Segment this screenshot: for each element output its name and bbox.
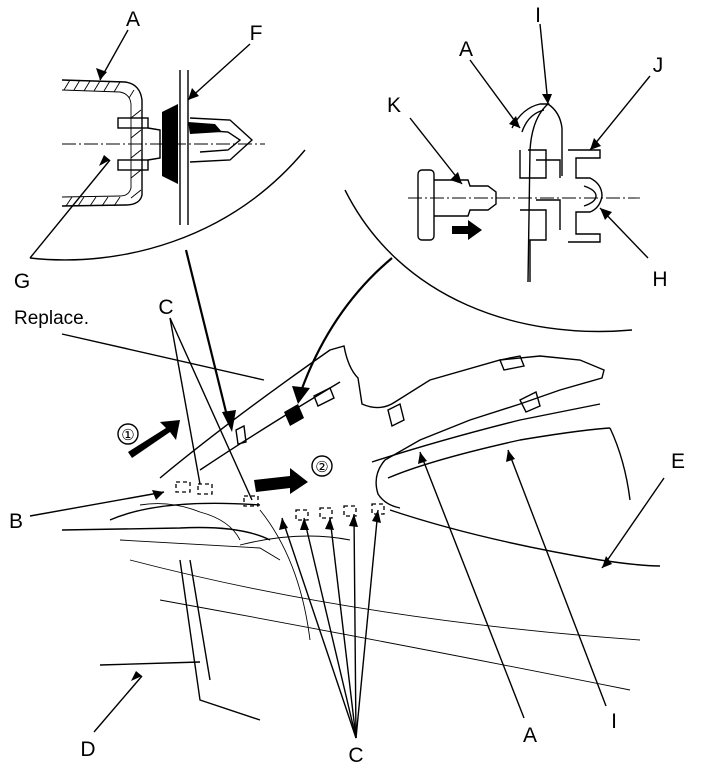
- clip-head-lower: [117, 159, 149, 171]
- step-one-number: ①: [121, 426, 134, 444]
- step-two-circle: [311, 455, 333, 477]
- dash-top: [61, 526, 271, 541]
- callout-i-bottom: I: [611, 710, 617, 733]
- trim-panel-inner: [61, 89, 132, 198]
- detail-pointer-right-head: [292, 386, 310, 404]
- pillar-trim-lower-edge: [371, 403, 601, 463]
- dash-detail-1: [119, 539, 281, 561]
- push-direction-arrow: [452, 220, 482, 240]
- callout-g: G: [14, 270, 30, 293]
- headliner-front: [389, 509, 661, 567]
- detail-circle-right-border: [344, 189, 633, 333]
- callout-c-bottom: C: [348, 744, 363, 767]
- clip-h-nose: [583, 185, 597, 207]
- trim-clip-marker-2: [313, 387, 335, 407]
- detail-pointer-left: [184, 249, 230, 421]
- headliner-edge: [387, 427, 611, 479]
- dash-detail-3: [239, 535, 351, 546]
- detail-circle-right: [344, 103, 640, 333]
- trim-clip-marker-5: [519, 390, 541, 413]
- dash-upper: [109, 502, 261, 521]
- detail-pointer-left-head: [222, 410, 236, 432]
- panel-i-upper: [519, 149, 547, 179]
- trim-clip-marker: [284, 404, 304, 426]
- leader-arrowheads: [96, 68, 612, 681]
- callout-h: H: [652, 268, 667, 291]
- clip-j-body: [568, 149, 603, 243]
- clip-barb-inner: [199, 129, 242, 153]
- trim-clip-marker-6: [235, 424, 247, 445]
- detail-circle-left-border: [29, 149, 306, 261]
- panel-i-lower: [520, 209, 547, 282]
- detail-pointer-right: [298, 257, 393, 395]
- clip-barb-fill: [188, 122, 222, 134]
- trim-profile-inner: [521, 109, 545, 133]
- roof-contour-1: [129, 559, 641, 641]
- pin-k-head: [417, 169, 435, 241]
- pillar-contour: [259, 509, 311, 641]
- trim-panel-section: [61, 79, 143, 207]
- trim-profile-wall: [547, 103, 563, 176]
- callout-k: K: [387, 94, 401, 117]
- step-two-number: ②: [315, 458, 328, 476]
- callout-c-top: C: [158, 296, 173, 319]
- callout-b: B: [9, 510, 23, 533]
- clip-barb: [189, 117, 254, 163]
- pillar-trim-edge: [199, 381, 341, 471]
- callout-f: F: [250, 22, 263, 45]
- step-one-circle: [117, 423, 139, 445]
- dash-detail-2: [139, 503, 241, 541]
- callout-d: D: [80, 738, 95, 761]
- pillar-trim-outline: [159, 345, 605, 509]
- trim-clip-marker-4: [499, 355, 525, 371]
- removal-arrow-2: [254, 468, 308, 494]
- clip-head: [117, 117, 149, 129]
- removal-arrow-1: [128, 420, 180, 458]
- panel-i-tab-upper: [536, 159, 561, 178]
- dash-pillar-left: [179, 559, 261, 721]
- trim-hatch: [63, 79, 142, 207]
- trim-clip-marker-3: [387, 402, 405, 428]
- headliner-side: [609, 427, 631, 501]
- callout-j: J: [653, 54, 664, 77]
- callout-a-top: A: [126, 8, 140, 31]
- callout-a-right: A: [459, 38, 473, 61]
- callout-i-top: I: [535, 4, 541, 27]
- callout-e: E: [671, 450, 685, 473]
- panel-i-tab-lower: [536, 199, 561, 230]
- leader-lines: [29, 23, 665, 739]
- main-view: [61, 345, 661, 721]
- dash-lower-edge: [99, 661, 201, 666]
- detail-circle-left: [29, 70, 306, 261]
- roof-contour-2: [159, 599, 631, 691]
- clip-grommet: [162, 104, 178, 184]
- dash-pillar-inner: [189, 559, 211, 681]
- replace-note: Replace.: [14, 308, 89, 329]
- callout-a-bottom: A: [523, 724, 537, 747]
